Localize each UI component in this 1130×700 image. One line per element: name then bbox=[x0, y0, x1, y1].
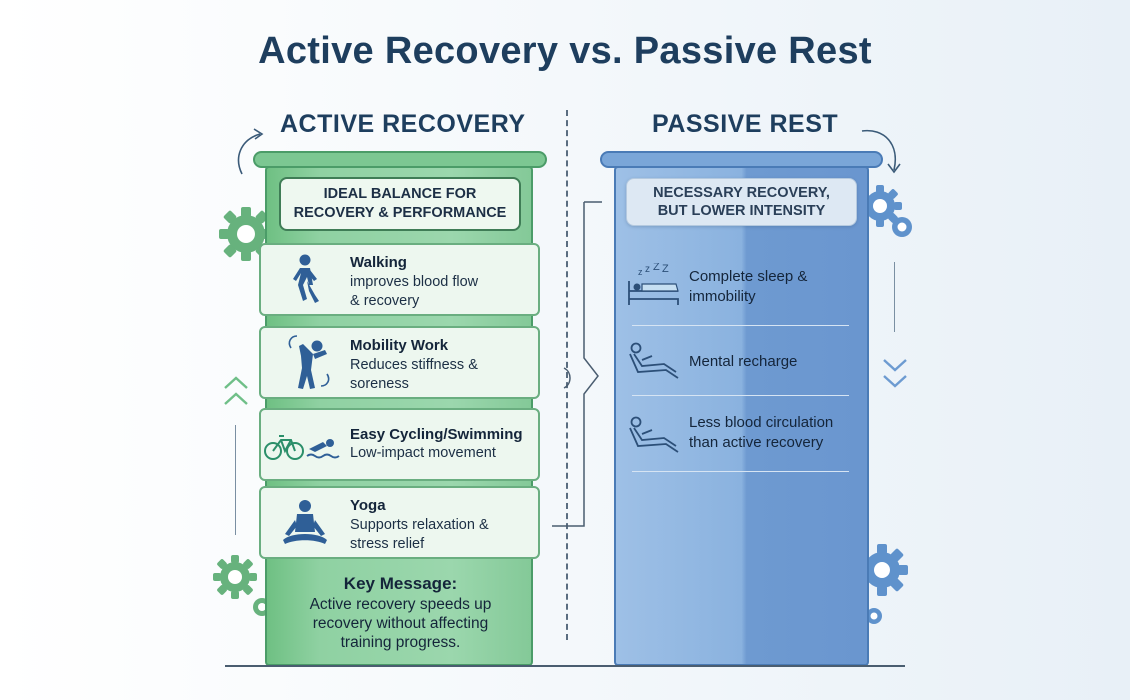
vertical-line bbox=[235, 425, 236, 535]
activity-description: Supports relaxation & stress relief bbox=[350, 517, 489, 552]
activity-description: Low-impact movement bbox=[350, 445, 496, 461]
baseline bbox=[225, 665, 905, 667]
chevron-up-icon bbox=[224, 376, 248, 405]
passive-rest-label: NECESSARY RECOVERY, BUT LOWER INTENSITY bbox=[626, 178, 857, 226]
stretching-person-icon bbox=[288, 335, 330, 389]
sleeping-bed-icon: z z Z Z bbox=[628, 263, 679, 305]
bracket-connector bbox=[552, 201, 602, 527]
passive-item-sleep: Complete sleep & immobility bbox=[689, 268, 808, 305]
active-recovery-heading: ACTIVE RECOVERY bbox=[280, 110, 526, 138]
gear-icon bbox=[866, 185, 912, 237]
separator bbox=[632, 325, 849, 326]
activity-description: improves blood flow & recovery bbox=[350, 274, 479, 309]
meditation-icon bbox=[283, 500, 327, 544]
gear-icon bbox=[864, 544, 908, 624]
circular-arrow-icon bbox=[237, 128, 264, 175]
activity-description: Reduces stiffness & soreness bbox=[350, 357, 478, 392]
activity-name: Walking bbox=[350, 254, 407, 271]
svg-text:Z: Z bbox=[662, 263, 669, 275]
gear-icon bbox=[213, 555, 271, 616]
activity-card-mobility: Mobility Work Reduces stiffness & sorene… bbox=[259, 326, 540, 399]
reclining-person-icon bbox=[629, 416, 679, 453]
reclining-person-icon bbox=[629, 342, 679, 379]
svg-text:z: z bbox=[645, 264, 650, 275]
key-message-text: Active recovery speeds up recovery witho… bbox=[309, 596, 492, 651]
passive-item-circulation: Less blood circulation than active recov… bbox=[689, 414, 834, 451]
vertical-line bbox=[894, 262, 895, 332]
passive-item-mental: Mental recharge bbox=[689, 353, 798, 370]
svg-text:z: z bbox=[638, 267, 643, 277]
circular-arrow-icon bbox=[861, 129, 901, 174]
passive-rest-heading: PASSIVE REST bbox=[652, 110, 839, 138]
page-title: Active Recovery vs. Passive Rest bbox=[258, 30, 872, 72]
chevron-down-icon bbox=[883, 359, 907, 388]
activity-name: Yoga bbox=[350, 497, 386, 514]
separator bbox=[632, 395, 849, 396]
active-column-cap bbox=[253, 151, 547, 168]
activity-card-yoga: Yoga Supports relaxation & stress relief bbox=[259, 486, 540, 559]
activity-name: Mobility Work bbox=[350, 337, 449, 354]
key-message-title: Key Message: bbox=[343, 574, 458, 593]
activity-card-cycling-swimming: Easy Cycling/Swimming Low-impact movemen… bbox=[259, 408, 540, 481]
bicycle-swimmer-icon bbox=[264, 435, 340, 460]
passive-column-cap bbox=[600, 151, 883, 168]
activity-card-walking: Walking improves blood flow & recovery bbox=[259, 243, 540, 316]
svg-text:Z: Z bbox=[653, 263, 660, 273]
active-recovery-label: IDEAL BALANCE FOR RECOVERY & PERFORMANCE bbox=[279, 177, 521, 231]
center-divider bbox=[566, 110, 568, 640]
walking-person-icon bbox=[293, 254, 319, 303]
separator bbox=[632, 471, 849, 472]
activity-name: Easy Cycling/Swimming bbox=[350, 426, 523, 443]
